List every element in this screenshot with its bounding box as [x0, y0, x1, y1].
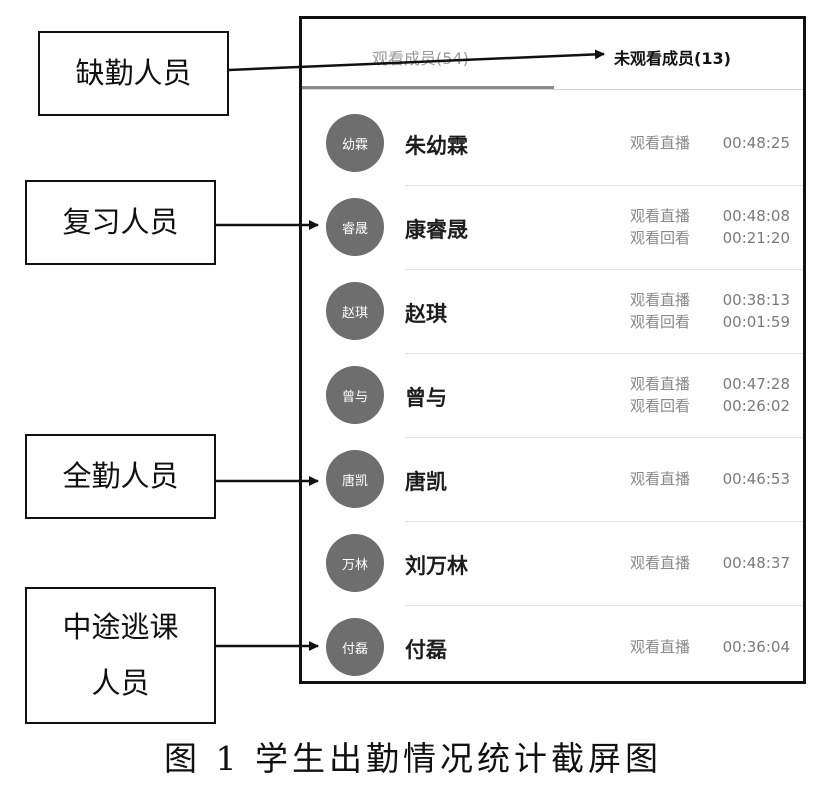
watch-type: 观看直播	[630, 470, 691, 488]
watch-records: 观看直播 00:48:08 观看回看 00:21:20	[630, 205, 790, 249]
watch-record: 观看回看 00:01:59	[630, 311, 790, 333]
row-divider	[405, 185, 803, 186]
avatar: 赵琪	[326, 282, 384, 340]
watch-records: 观看直播 00:47:28 观看回看 00:26:02	[630, 373, 790, 417]
watch-time: 00:48:08	[722, 207, 790, 225]
watch-time: 00:38:13	[722, 291, 790, 309]
tab-watched[interactable]: 观看成员(54)	[372, 49, 469, 68]
avatar: 幼霖	[326, 114, 384, 172]
watch-record: 观看直播 00:46:53	[630, 468, 790, 490]
tab-divider	[302, 89, 803, 90]
watch-record: 观看直播 00:47:28	[630, 373, 790, 395]
tab-active-indicator	[302, 86, 554, 89]
watch-record: 观看回看 00:26:02	[630, 395, 790, 417]
watch-record: 观看直播 00:48:25	[630, 132, 790, 154]
watch-time: 00:47:28	[722, 375, 790, 393]
watch-records: 观看直播 00:38:13 观看回看 00:01:59	[630, 289, 790, 333]
member-name: 康睿晟	[405, 218, 468, 242]
row-divider	[405, 269, 803, 270]
watch-type: 观看回看	[630, 229, 691, 247]
watch-type: 观看直播	[630, 291, 691, 309]
callout-full-label: 全勤人员	[62, 458, 179, 493]
member-name: 刘万林	[405, 554, 468, 578]
watch-time: 00:48:37	[722, 554, 790, 572]
watch-record: 观看直播 00:48:08	[630, 205, 790, 227]
watch-type: 观看回看	[630, 397, 691, 415]
avatar: 唐凯	[326, 450, 384, 508]
watch-type: 观看直播	[630, 375, 691, 393]
row-divider	[405, 521, 803, 522]
watch-type: 观看直播	[630, 134, 691, 152]
figure-caption: 图 1 学生出勤情况统计截屏图	[164, 739, 662, 778]
callout-truant-label-2: 人员	[91, 665, 150, 700]
member-row[interactable]: 万林刘万林 观看直播 00:48:37	[302, 522, 803, 606]
watch-records: 观看直播 00:48:25	[630, 132, 790, 154]
callout-review: 复习人员	[25, 180, 216, 265]
tab-not-watched[interactable]: 未观看成员(13)	[614, 49, 731, 68]
member-row[interactable]: 唐凯唐凯 观看直播 00:46:53	[302, 438, 803, 522]
watch-records: 观看直播 00:46:53	[630, 468, 790, 490]
watch-time: 00:36:04	[722, 638, 790, 656]
watch-records: 观看直播 00:48:37	[630, 552, 790, 574]
callout-truant-label-1: 中途逃课	[62, 610, 179, 645]
row-divider	[405, 353, 803, 354]
watch-type: 观看回看	[630, 313, 691, 331]
avatar: 睿晟	[326, 198, 384, 256]
watch-time: 00:01:59	[722, 313, 790, 331]
watch-time: 00:46:53	[722, 470, 790, 488]
tab-bar: 观看成员(54) 未观看成员(13)	[302, 19, 803, 91]
member-name: 付磊	[405, 638, 447, 662]
member-name: 朱幼霖	[405, 134, 468, 158]
avatar: 曾与	[326, 366, 384, 424]
watch-type: 观看直播	[630, 638, 691, 656]
callout-full-attendance: 全勤人员	[25, 434, 216, 519]
member-row[interactable]: 曾与曾与 观看直播 00:47:28 观看回看 00:26:02	[302, 354, 803, 438]
watch-type: 观看直播	[630, 207, 691, 225]
member-name: 赵琪	[405, 302, 447, 326]
watch-record: 观看直播 00:38:13	[630, 289, 790, 311]
watch-record: 观看直播 00:48:37	[630, 552, 790, 574]
callout-truant: 中途逃课 人员	[25, 587, 216, 724]
watch-time: 00:48:25	[722, 134, 790, 152]
callout-review-label: 复习人员	[62, 204, 179, 239]
row-divider	[405, 605, 803, 606]
avatar: 付磊	[326, 618, 384, 676]
member-row[interactable]: 幼霖朱幼霖 观看直播 00:48:25	[302, 102, 803, 186]
watch-record: 观看直播 00:36:04	[630, 636, 790, 658]
watch-time: 00:21:20	[722, 229, 790, 247]
member-row[interactable]: 赵琪赵琪 观看直播 00:38:13 观看回看 00:01:59	[302, 270, 803, 354]
row-divider	[405, 437, 803, 438]
watch-type: 观看直播	[630, 554, 691, 572]
member-name: 唐凯	[405, 470, 447, 494]
watch-record: 观看回看 00:21:20	[630, 227, 790, 249]
member-row[interactable]: 睿晟康睿晟 观看直播 00:48:08 观看回看 00:21:20	[302, 186, 803, 270]
callout-absent-label: 缺勤人员	[75, 55, 192, 90]
callout-absent: 缺勤人员	[38, 31, 229, 116]
avatar: 万林	[326, 534, 384, 592]
member-name: 曾与	[405, 386, 447, 410]
watch-records: 观看直播 00:36:04	[630, 636, 790, 658]
member-row[interactable]: 付磊付磊 观看直播 00:36:04	[302, 606, 803, 681]
watch-time: 00:26:02	[722, 397, 790, 415]
